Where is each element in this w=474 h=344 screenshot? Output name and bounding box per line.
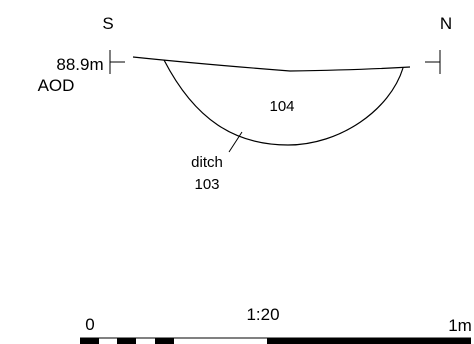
ditch-cut-profile bbox=[163, 59, 404, 146]
datum-height-label: 88.9m bbox=[56, 55, 103, 74]
scale-bar bbox=[80, 337, 471, 344]
scale-bar-segment bbox=[267, 338, 471, 344]
scale-bar-segment bbox=[80, 338, 99, 344]
ground-surface-line bbox=[132, 56, 411, 72]
fill-context-label: 104 bbox=[269, 98, 294, 115]
orientation-north-label: N bbox=[440, 14, 452, 33]
datum-marker-right bbox=[425, 50, 441, 74]
scale-bar-segment bbox=[117, 338, 136, 344]
datum-unit-label: AOD bbox=[38, 76, 75, 95]
cut-context-label: 103 bbox=[194, 176, 219, 193]
scale-ratio-label: 1:20 bbox=[246, 305, 279, 324]
cut-leader-line bbox=[228, 131, 243, 153]
scale-end-label: 1m bbox=[448, 316, 472, 335]
orientation-south-label: S bbox=[102, 14, 113, 33]
cut-label: ditch bbox=[191, 154, 223, 171]
scale-start-label: 0 bbox=[85, 315, 94, 334]
datum-marker-left bbox=[109, 50, 125, 74]
scale-bar-segment bbox=[155, 338, 174, 344]
